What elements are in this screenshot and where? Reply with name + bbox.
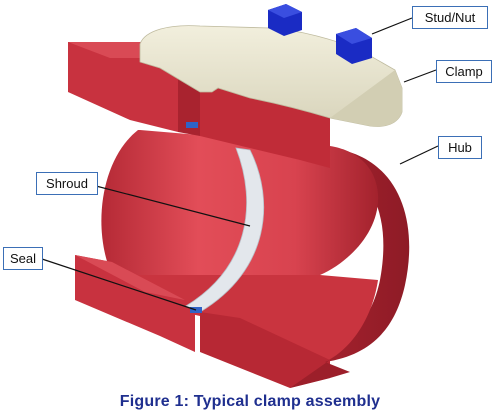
hub-inner-bore <box>101 130 379 275</box>
label-hub: Hub <box>438 136 482 159</box>
leader-stud-nut <box>371 17 413 35</box>
nut-right <box>336 28 372 64</box>
hub-bottom-edge <box>290 360 350 388</box>
clamp-side-shadow <box>330 70 402 127</box>
label-clamp: Clamp <box>436 60 492 83</box>
figure-caption: Figure 1: Typical clamp assembly <box>119 393 381 410</box>
hub-bottom-rim-right <box>200 312 330 388</box>
leader-clamp <box>403 69 437 83</box>
leader-seal <box>41 258 197 311</box>
seal-top <box>186 122 198 128</box>
label-stud-nut: Stud/Nut <box>412 6 488 29</box>
shroud-band <box>185 147 265 313</box>
leader-hub <box>399 145 439 165</box>
hub-bottom-flange-top <box>75 255 185 300</box>
label-shroud: Shroud <box>36 172 98 195</box>
nut-left <box>268 4 302 36</box>
label-seal: Seal <box>3 247 43 270</box>
leader-shroud <box>95 185 251 227</box>
hub-outer-end <box>300 148 410 362</box>
